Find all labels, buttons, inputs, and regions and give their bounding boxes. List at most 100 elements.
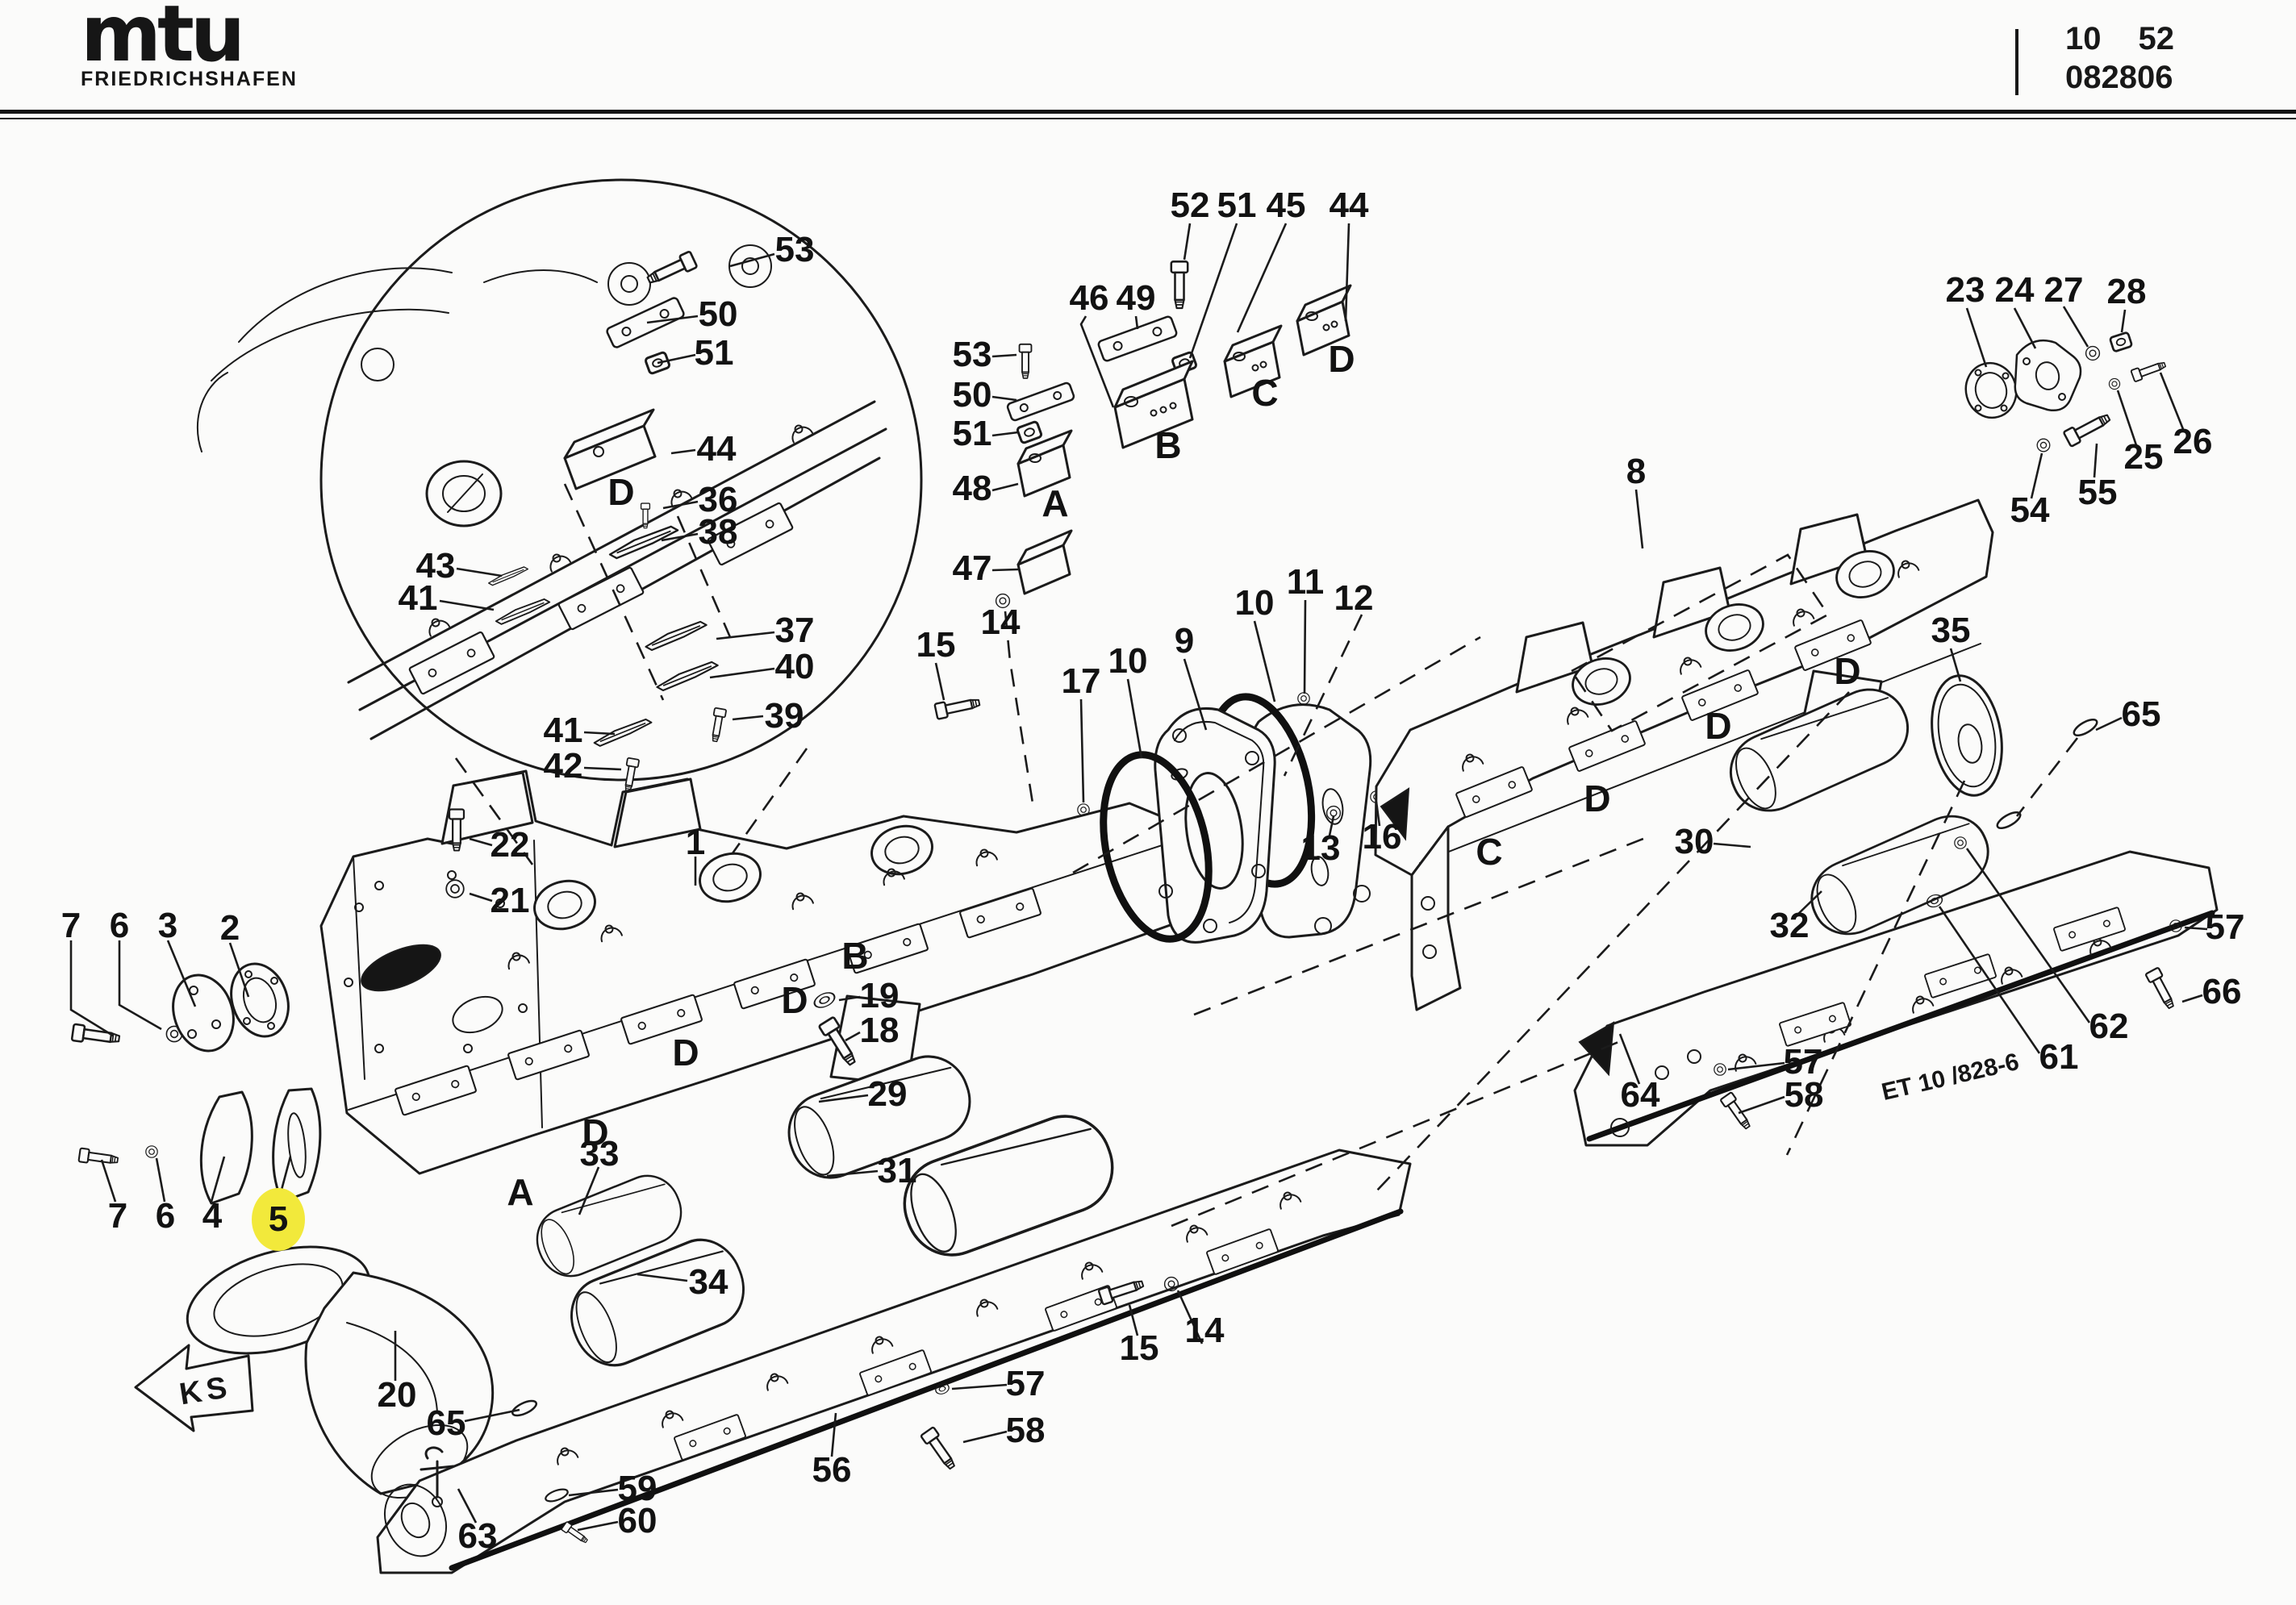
mount-block-cluster [1006,261,1352,595]
part-label-37: 37 [774,611,815,650]
brand-subtitle: FRIEDRICHSHAFEN [81,68,298,90]
letter-marker-B: B [841,935,869,977]
flange-cover-24 [2014,339,2082,411]
part-label-51: 51 [952,414,992,453]
letter-marker-D: D [607,471,635,513]
letter-marker-C: C [1476,831,1503,873]
header-rule [0,110,2296,114]
strap-49 [1097,315,1178,362]
letter-marker-D: D [1584,777,1611,819]
page-group: 10 [2065,21,2102,56]
lower-manifold-56 [376,1149,1412,1574]
letter-marker-C: C [1251,372,1279,414]
part-label-50: 50 [698,294,738,334]
part-label-65: 65 [2121,694,2161,734]
part-label-29: 29 [867,1074,908,1114]
part-label-14: 14 [1184,1311,1225,1350]
letter-marker-A: A [507,1171,534,1213]
part-label-8: 8 [1626,452,1647,491]
header-divider [2015,29,2018,95]
exhaust-elbow-20 [186,1245,495,1499]
block-C [1223,324,1283,398]
part-label-66: 66 [2202,972,2242,1011]
part-label-55: 55 [2077,473,2118,512]
part-label-10: 10 [1234,583,1275,623]
letter-marker-D: D [672,1032,699,1073]
part-label-42: 42 [543,746,583,786]
main-manifold-part-1 [319,769,1210,1175]
part-label-18: 18 [859,1011,900,1050]
outlet-flange-hardware [1964,331,2168,452]
part-label-47: 47 [952,548,992,588]
letter-marker-B: B [1154,424,1182,466]
part-label-30: 30 [1674,822,1714,861]
sheet-numbers: 10 52 082806 [2065,19,2174,97]
flange-plate-9 [1154,707,1276,944]
letter-marker-D: D [781,979,808,1021]
part-label-6: 6 [155,1196,176,1236]
t-bolt-63 [420,1446,455,1507]
part-label-31: 31 [877,1151,917,1190]
part-label-21: 21 [490,881,530,920]
brand-logo: mtu FRIEDRICHSHAFEN [81,0,298,91]
part-label-17: 17 [1061,661,1101,701]
part-label-48: 48 [952,469,992,508]
ks-marker-text: KS [177,1370,235,1412]
letter-marker-D: D [582,1111,609,1153]
part-label-43: 43 [415,546,456,586]
part-label-7: 7 [61,906,81,945]
cover-disc-35 [1931,674,2003,797]
part-label-27: 27 [2043,270,2084,310]
part-label-2: 2 [219,908,240,948]
lower-manifold-right [1573,850,2219,1147]
block-47 [1017,529,1073,595]
part-label-57: 57 [1005,1364,1046,1403]
part-label-10: 10 [1108,641,1148,681]
part-label-44: 44 [1329,186,1369,225]
strap-50b [1006,381,1075,422]
part-label-7: 7 [107,1196,128,1236]
block-44-inset [563,408,657,490]
part-label-46: 46 [1069,278,1109,318]
part-label-23: 23 [1945,270,1985,310]
part-label-49: 49 [1116,278,1156,318]
part-label-58: 58 [1005,1411,1046,1450]
part-label-62: 62 [2089,1007,2129,1046]
leader-lines [69,223,2208,1532]
letter-marker-D: D [1834,650,1861,692]
part-label-24: 24 [1994,270,2035,310]
part-label-44: 44 [696,429,737,469]
part-label-26: 26 [2173,422,2213,461]
part-label-40: 40 [774,647,815,686]
part-label-32: 32 [1769,906,1810,945]
part-label-15: 15 [1119,1328,1159,1368]
part-label-63: 63 [457,1516,498,1556]
cover-disc-3 [172,973,235,1053]
part-label-51: 51 [694,333,734,373]
part-label-56: 56 [812,1450,852,1490]
small-hardware [420,593,2182,1546]
heat-shields [526,669,2003,1378]
brand-name: mtu [81,0,245,79]
right-manifold-part-8 [1374,498,1994,1011]
construction-dashes [454,483,2079,1228]
part-label-53: 53 [952,335,992,374]
part-label-59: 59 [617,1469,657,1508]
part-label-22: 22 [490,825,530,865]
page-number: 52 [2138,21,2175,56]
part-label-41: 41 [543,711,583,750]
block-B [1113,360,1194,449]
flange-gasket-group [1077,692,1383,944]
part-label-50: 50 [952,375,992,415]
part-label-12: 12 [1334,578,1374,618]
part-label-9: 9 [1174,621,1195,661]
part-label-25: 25 [2123,437,2164,477]
part-label-52: 52 [1170,186,1210,225]
part-label-41: 41 [398,578,438,618]
part-label-58: 58 [1784,1075,1824,1115]
part-label-1: 1 [685,823,706,862]
part-label-3: 3 [157,906,178,945]
block-44-D [1296,284,1352,356]
